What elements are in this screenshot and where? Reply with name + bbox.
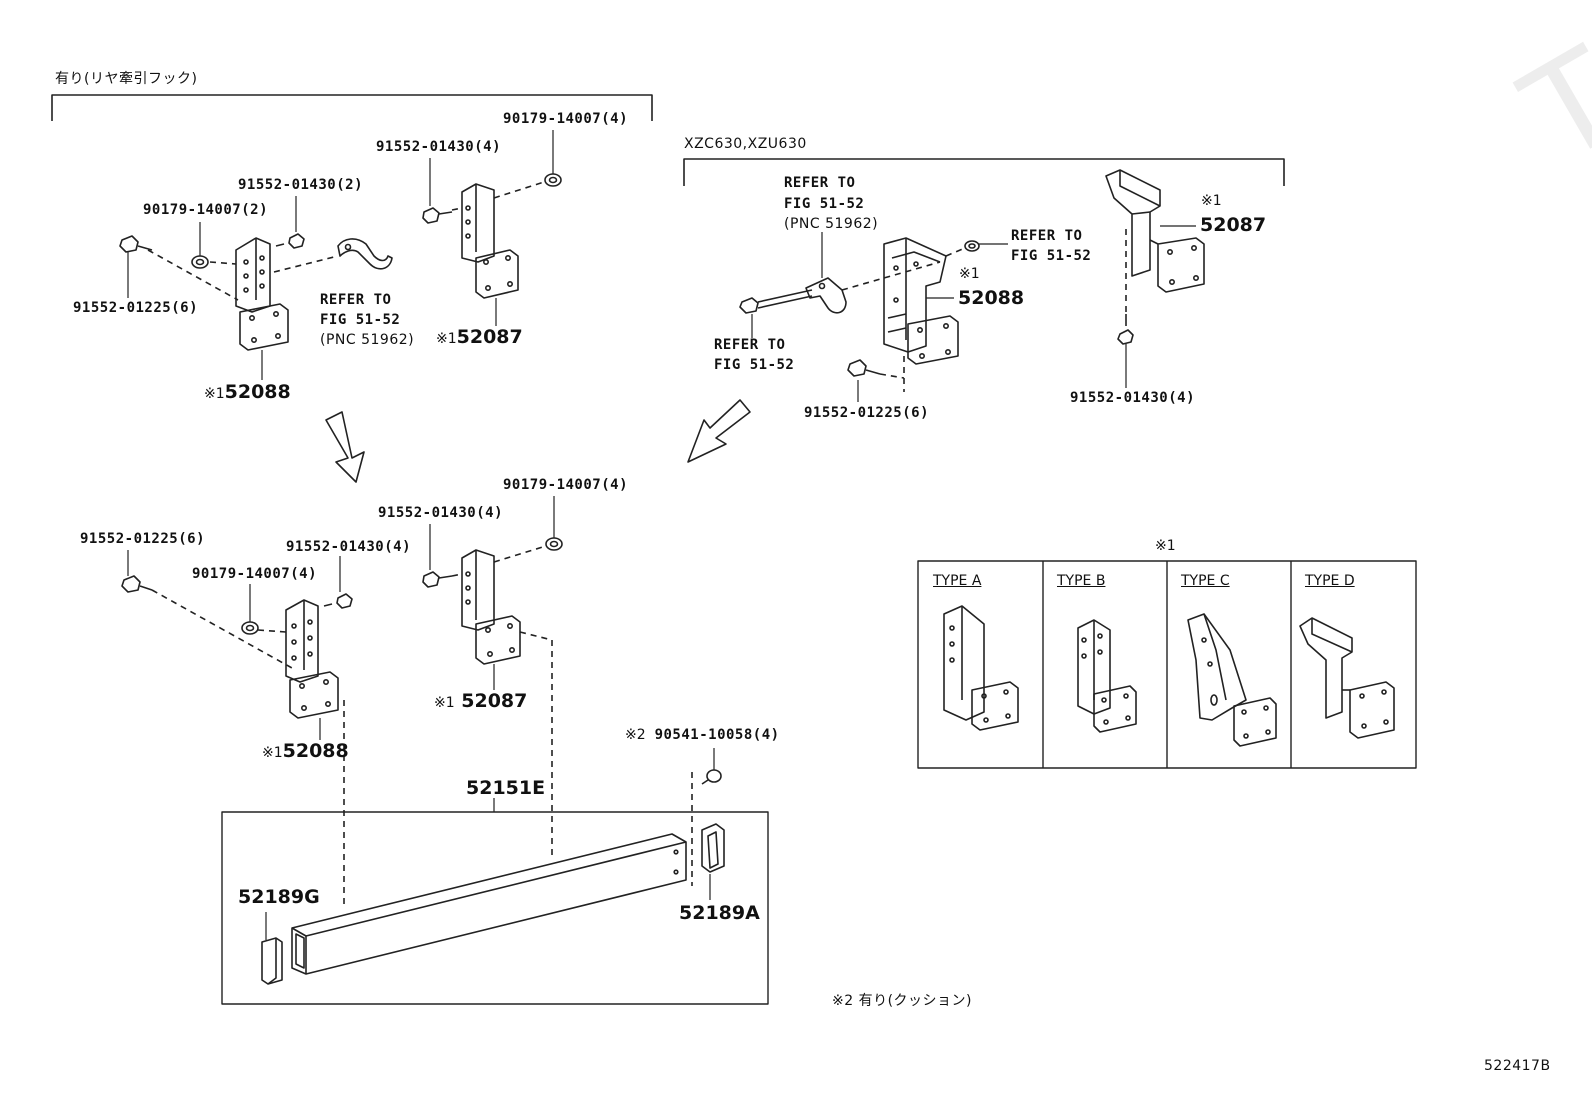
cap-52189G	[261, 937, 283, 985]
beam-frame	[221, 811, 769, 1005]
callout-tl-52088: ※152088	[204, 381, 291, 403]
tl-bolt-91552-01430-2	[275, 233, 305, 249]
tr-refer-to-2: REFER TO	[1011, 228, 1083, 244]
tl-nut-90179-14007-4	[544, 173, 562, 187]
callout-tl-nut4: 90179-14007(4)	[503, 111, 629, 127]
callout-tr-bolt6: 91552-01225(6)	[804, 405, 930, 421]
bl-nut-90179-14007-4b	[545, 537, 563, 551]
type-c-bracket	[1187, 613, 1277, 747]
callout-tl-nut2: 90179-14007(2)	[143, 202, 269, 218]
bl-nut-90179-14007-4a	[241, 621, 259, 635]
callout-cap-52189A: 52189A	[679, 902, 760, 924]
tl-refer-pnc: (PNC 51962)	[320, 332, 415, 348]
tr-bracket-52088	[883, 237, 959, 365]
callout-bl-cushion: ※2 90541-10058(4)	[625, 727, 780, 743]
tr-refer-fig-1: FIG 51-52	[784, 196, 865, 212]
callout-bl-bolt6: 91552-01225(6)	[80, 531, 206, 547]
group-bracket-rear-tow-hook	[51, 94, 653, 121]
arrow-down-left-group	[325, 411, 365, 483]
tl-refer-to: REFER TO	[320, 292, 392, 308]
callout-tr-52088: 52088	[958, 287, 1025, 309]
tr-refer-to-3: REFER TO	[714, 337, 786, 353]
tl-bolt-91552-01430-4	[422, 207, 453, 224]
tl-bracket-52088	[235, 237, 289, 351]
bottom-leaders	[127, 496, 715, 940]
bl-bolt-91552-01430-4b	[323, 593, 353, 609]
tr-refer-fig-3: FIG 51-52	[714, 357, 795, 373]
tr-refer-fig-2: FIG 51-52	[1011, 248, 1092, 264]
group-label-models: XZC630,XZU630	[684, 136, 807, 152]
tr-bolt-91552-01430	[1117, 314, 1134, 345]
bl-bolt-91552-01225	[121, 575, 153, 593]
figure-code: 522417B	[1484, 1058, 1551, 1074]
callout-tl-bolt2: 91552-01430(2)	[238, 177, 364, 193]
callout-tr-bolt4: 91552-01430(4)	[1070, 390, 1196, 406]
tl-bracket-52087	[461, 183, 519, 299]
callout-beam-52151E: 52151E	[466, 777, 546, 799]
tr-mark1-52087: ※1	[1201, 193, 1222, 209]
bl-bracket-52087	[461, 549, 521, 665]
tr-mark1-52088: ※1	[959, 266, 980, 282]
tr-dashed-guides	[841, 224, 1127, 392]
tr-nut	[964, 240, 980, 252]
tr-refer-to-1: REFER TO	[784, 175, 856, 191]
type-a-label: TYPE A	[933, 573, 982, 589]
type-c-label: TYPE C	[1181, 573, 1230, 589]
tl-bolt-91552-01225	[119, 235, 153, 253]
callout-tl-bolt6: 91552-01225(6)	[73, 300, 199, 316]
bl-bracket-52088	[285, 599, 339, 719]
callout-bl-52088: ※152088	[262, 740, 349, 762]
tr-leaders	[751, 225, 1196, 402]
arrow-down-right-group	[687, 399, 751, 463]
type-a-bracket	[943, 605, 1019, 731]
type-table-header: ※1	[1155, 538, 1176, 554]
beam-52151E	[291, 833, 687, 975]
callout-tl-52087: ※152087	[436, 326, 523, 348]
callout-bl-nut4a: 90179-14007(4)	[503, 477, 629, 493]
note-cushion: ※2 有り(クッション)	[832, 993, 973, 1009]
group-bracket-models	[683, 158, 1285, 186]
callout-bl-nut4b: 90179-14007(4)	[192, 566, 318, 582]
callout-bl-52087: ※1 52087	[434, 690, 528, 712]
type-table	[917, 560, 1417, 769]
tl-nut-90179-14007-2	[191, 255, 209, 269]
callout-bl-bolt4b: 91552-01430(4)	[286, 539, 412, 555]
type-d-bracket	[1299, 617, 1395, 739]
tr-tow-hook	[805, 277, 847, 314]
type-d-label: TYPE D	[1305, 573, 1355, 589]
callout-tl-bolt4: 91552-01430(4)	[376, 139, 502, 155]
callout-tr-52087: 52087	[1200, 214, 1267, 236]
cap-52189A	[701, 823, 725, 873]
type-b-label: TYPE B	[1057, 573, 1106, 589]
type-b-bracket	[1077, 619, 1137, 733]
callout-bl-bolt4a: 91552-01430(4)	[378, 505, 504, 521]
tl-refer-fig: FIG 51-52	[320, 312, 401, 328]
callout-cap-52189G: 52189G	[238, 886, 320, 908]
tr-bracket-52087	[1105, 169, 1205, 293]
bottom-dashed-guides	[151, 545, 693, 904]
tl-dashed-guides	[147, 181, 545, 301]
tr-long-bolt	[739, 289, 813, 314]
bl-bolt-91552-01430-4a	[422, 571, 453, 588]
tr-bolt-91552-01225	[847, 359, 881, 377]
tr-refer-pnc: (PNC 51962)	[784, 216, 879, 232]
tl-leaders	[127, 130, 554, 380]
tl-tow-hook	[337, 238, 393, 270]
group-label-rear-tow-hook: 有り(リヤ牽引フック)	[55, 71, 198, 87]
bl-cushion-90541-10058	[701, 769, 722, 785]
